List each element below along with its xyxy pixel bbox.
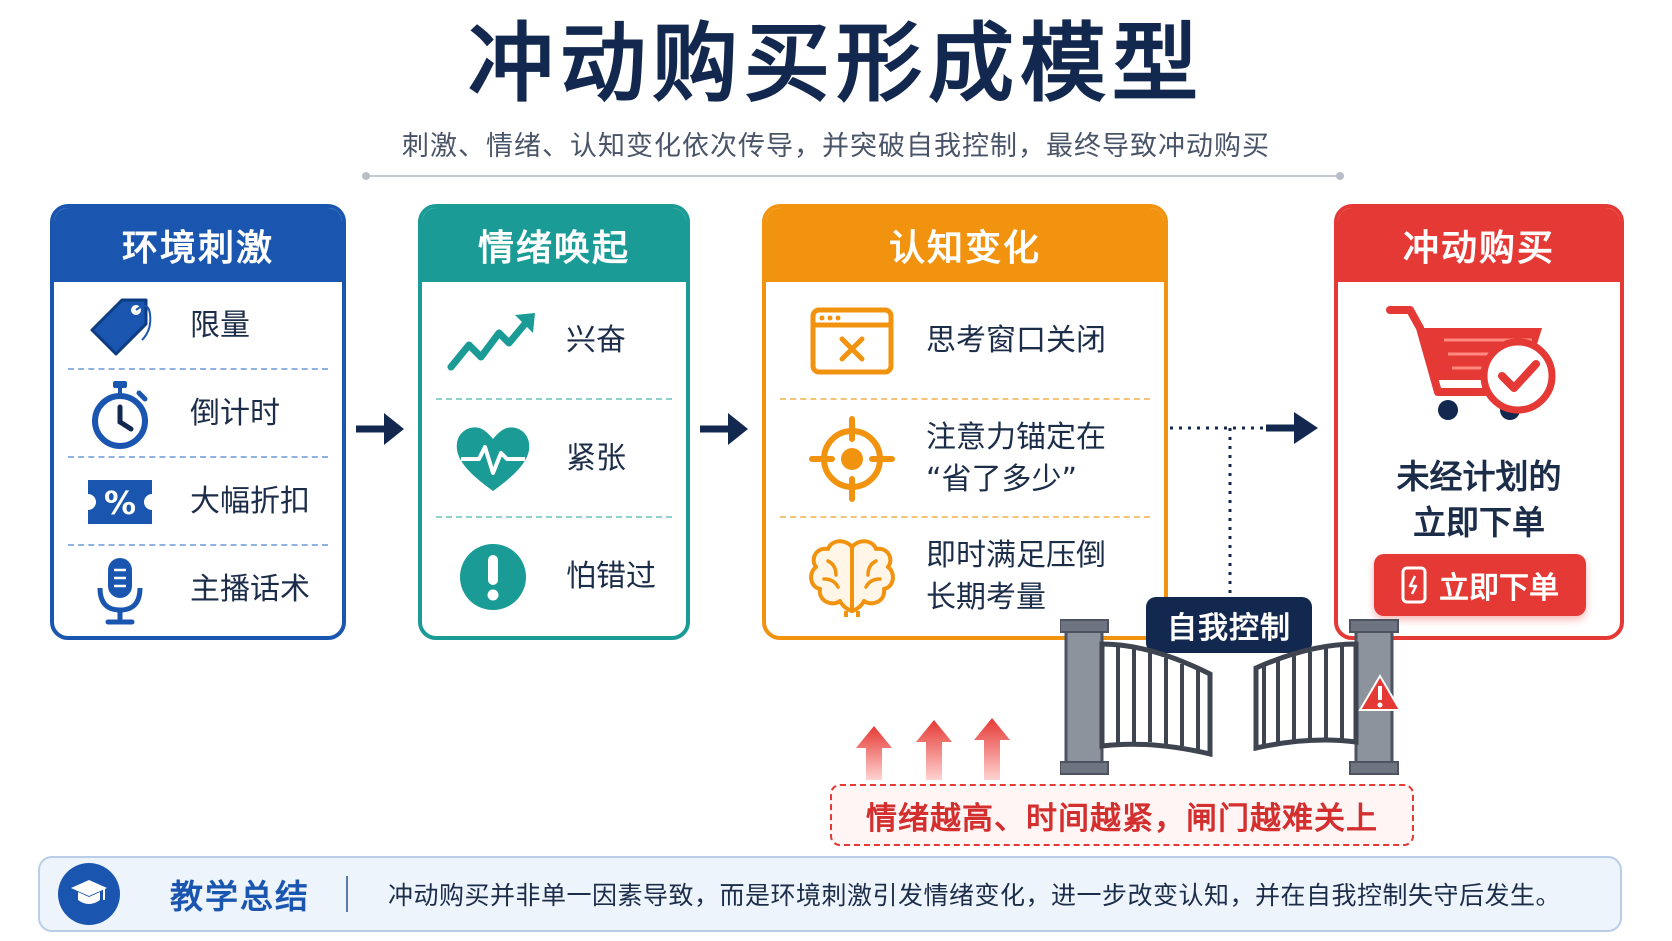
microphone-icon (78, 550, 162, 630)
stage-header-cognition: 认知变化 (766, 208, 1164, 282)
stage-card-purchase: 冲动购买 未经计划的 立即下单 立即下单 (1334, 204, 1624, 640)
open-gate-icon (1060, 619, 1400, 775)
item-label: 紧张 (566, 441, 626, 476)
item-label: 注意力锚定在 “省了多少” (926, 420, 1106, 497)
item-label: 即时满足压倒 长期考量 (926, 538, 1106, 615)
summary-text: 冲动购买并非单一因素导致，而是环境刺激引发情绪变化，进一步改变认知，并在自我控制… (388, 881, 1562, 910)
list-item: % 大幅折扣 (54, 458, 342, 546)
arrow-right-icon (700, 413, 748, 445)
purchase-description: 未经计划的 立即下单 (1396, 457, 1562, 542)
arrow-right-icon (356, 413, 404, 445)
stage-card-environment: 环境刺激 限量 倒计时 % (50, 204, 346, 640)
summary-label: 教学总结 (170, 877, 310, 916)
phone-icon (1401, 566, 1427, 604)
summary-divider (346, 876, 348, 912)
item-label: 大幅折扣 (190, 484, 310, 519)
brain-icon (802, 537, 902, 617)
item-label: 主播话术 (190, 572, 310, 607)
stopwatch-icon (78, 374, 162, 454)
self-control-badge: 自我控制 (1146, 597, 1312, 653)
item-label: 思考窗口关闭 (926, 323, 1106, 358)
item-label: 兴奋 (566, 323, 626, 358)
page-title: 冲动购买形成模型 (468, 14, 1204, 114)
stage-header-purchase: 冲动购买 (1338, 208, 1620, 282)
stage-header-emotion: 情绪唤起 (422, 208, 686, 282)
item-label: 倒计时 (190, 396, 280, 431)
dotted-connector (1170, 412, 1318, 594)
list-item: 限量 (54, 282, 342, 370)
graduation-cap-icon (58, 863, 120, 925)
list-item: 紧张 (422, 400, 686, 518)
item-label: 限量 (190, 308, 250, 343)
list-item: 即时满足压倒 长期考量 (766, 518, 1164, 636)
list-item: 怕错过 (422, 518, 686, 636)
closed-window-icon (802, 301, 902, 381)
target-icon (802, 416, 902, 502)
percent-ticket-icon: % (78, 462, 162, 542)
warning-callout: 情绪越高、时间越紧，闸门越难关上 (830, 784, 1414, 846)
heartbeat-icon (444, 419, 542, 499)
list-item: 倒计时 (54, 370, 342, 458)
pressure-arrows-icon (856, 718, 1010, 780)
svg-text:%: % (104, 484, 136, 522)
subtitle-divider (362, 172, 1344, 180)
list-item: 思考窗口关闭 (766, 282, 1164, 400)
trend-up-icon (444, 301, 542, 381)
price-tag-icon (78, 286, 162, 366)
page-subtitle: 刺激、情绪、认知变化依次传导，并突破自我控制，最终导致冲动购买 (402, 131, 1270, 162)
list-item: 兴奋 (422, 282, 686, 400)
stage-header-environment: 环境刺激 (54, 208, 342, 282)
buy-now-button[interactable]: 立即下单 (1374, 554, 1586, 616)
list-item: 注意力锚定在 “省了多少” (766, 400, 1164, 518)
stage-card-emotion: 情绪唤起 兴奋 紧张 怕错过 (418, 204, 690, 640)
item-label: 怕错过 (566, 559, 656, 594)
exclamation-icon (444, 537, 542, 617)
summary-panel: 教学总结 冲动购买并非单一因素导致，而是环境刺激引发情绪变化，进一步改变认知，并… (38, 856, 1622, 932)
shopping-cart-check-icon (1386, 298, 1562, 436)
list-item: 主播话术 (54, 546, 342, 634)
stage-card-cognition: 认知变化 思考窗口关闭 注意力锚定在 “省了多少” (762, 204, 1168, 640)
